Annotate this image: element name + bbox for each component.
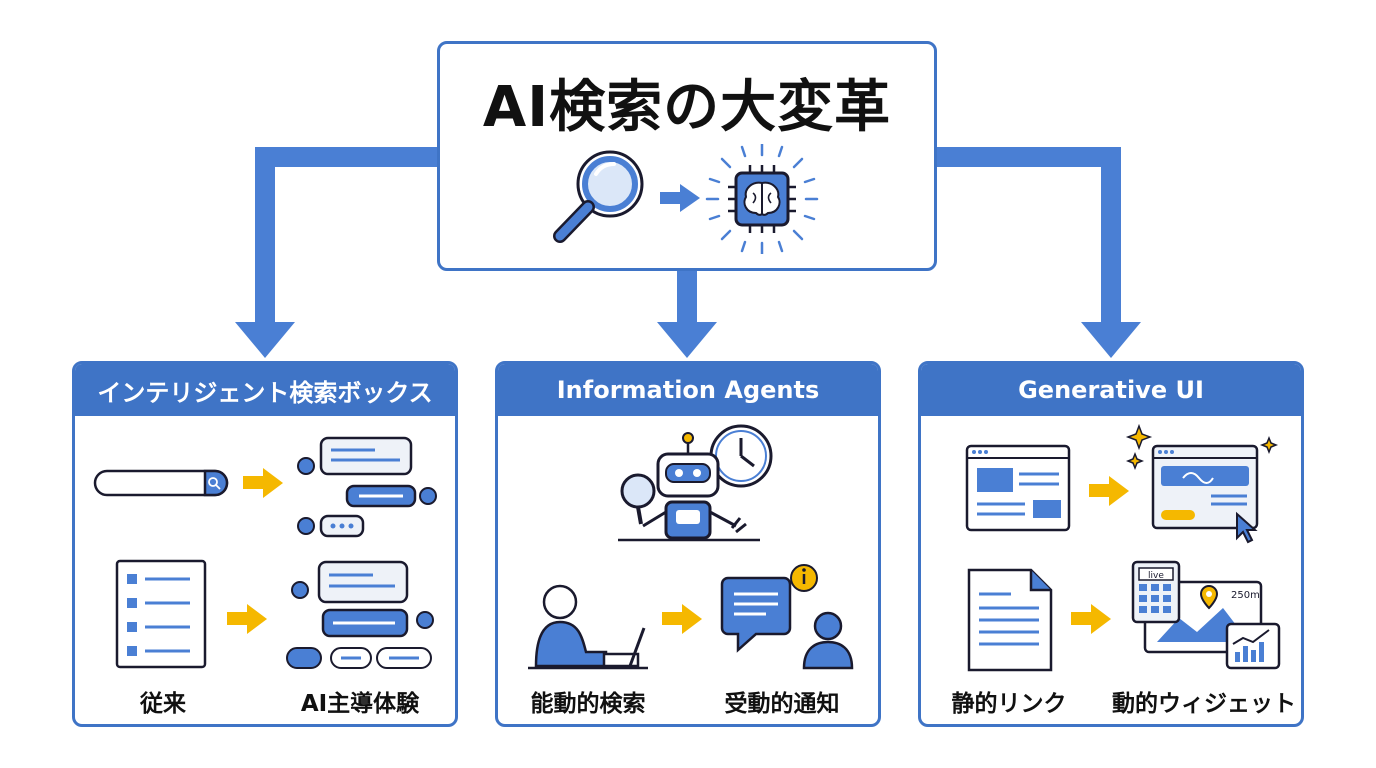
chat-bubbles-icon (297, 436, 437, 538)
panel-illustration (528, 424, 854, 670)
ai-chip-brain-icon (705, 144, 819, 254)
caption-left: 能動的検索 (530, 691, 646, 717)
arrowhead-left (235, 322, 295, 358)
panel-generative-ui: Generative UI (918, 361, 1304, 727)
notification-chat-icon (720, 564, 854, 670)
caption-left: 従来 (140, 691, 186, 717)
arrow-right-icon (1089, 476, 1129, 506)
main-title: AI検索の大変革 (482, 75, 892, 140)
panel-illustration (93, 436, 437, 669)
document-list-icon (115, 559, 207, 669)
header-illustration (553, 144, 819, 254)
static-webpage-icon (965, 444, 1071, 532)
caption-right: AI主導体験 (300, 691, 420, 717)
arrow-right-icon (227, 604, 267, 634)
distance-label: 250m (1231, 590, 1260, 601)
person-laptop-icon (528, 584, 648, 670)
arrow-right-icon (1071, 604, 1111, 634)
live-label: live (1148, 571, 1164, 581)
connector-right (937, 147, 1121, 325)
robot-agent-icon (618, 432, 760, 542)
arrow-right-icon (662, 604, 702, 634)
title-box: AI検索の大変革 (437, 41, 937, 271)
generated-ui-icon (1125, 423, 1279, 544)
arrowhead-center (657, 322, 717, 358)
caption-right: 動的ウィジェット (1112, 691, 1296, 717)
magnifier-icon (553, 150, 644, 243)
panel-heading: Information Agents (498, 364, 878, 416)
panel-illustration: 250m live (965, 423, 1281, 672)
panel-heading: Generative UI (921, 364, 1301, 416)
caption-right: 受動的通知 (724, 691, 840, 717)
caption-left: 静的リンク (951, 691, 1067, 717)
panel-intelligent-search-box: インテリジェント検索ボックス (72, 361, 458, 727)
clock-icon (709, 424, 773, 488)
arrow-right-icon (660, 184, 700, 212)
connector-left (255, 147, 437, 325)
panel-information-agents: Information Agents (495, 361, 881, 727)
arrowhead-right (1081, 322, 1141, 358)
widgets-dashboard-icon: 250m live (1131, 560, 1281, 670)
chat-reactions-icon (286, 560, 434, 669)
arrow-right-icon (243, 468, 283, 498)
document-page-icon (967, 568, 1053, 672)
search-bar-icon (93, 469, 229, 497)
panel-heading: インテリジェント検索ボックス (75, 364, 455, 416)
